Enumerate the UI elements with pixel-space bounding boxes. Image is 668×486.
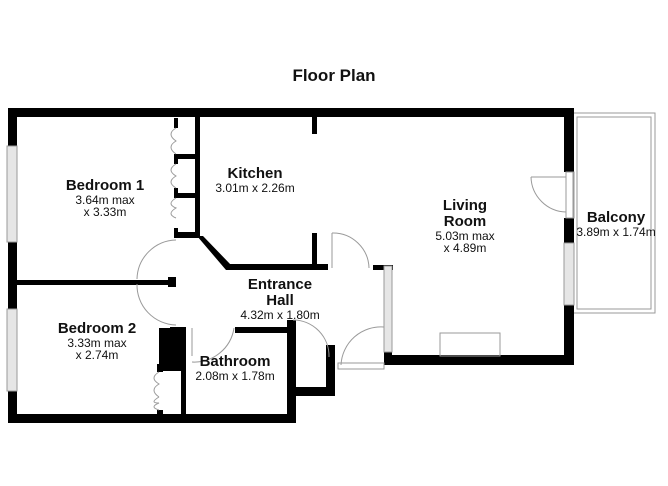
doors <box>136 127 575 411</box>
room-name: Room <box>443 212 487 230</box>
room-name: Kitchen <box>227 165 283 182</box>
page-title: Floor Plan <box>292 66 376 85</box>
room-name: Balcony <box>586 209 646 226</box>
room-dimension: 5.03m max <box>435 228 495 243</box>
walls <box>8 108 574 423</box>
room-name: Hall <box>266 291 294 309</box>
room-dimension: x 3.33m <box>83 205 127 220</box>
room-dimension: 3.89m x 1.74m <box>576 224 656 239</box>
room-name: Living <box>442 197 488 214</box>
room-bedroom-1: Bedroom 1 3.64m max x 3.33m <box>40 178 170 219</box>
balcony-outline <box>572 112 656 314</box>
room-name: Entrance <box>247 276 313 293</box>
windows <box>6 145 575 392</box>
room-dimension: 2.08m x 1.78m <box>195 368 275 383</box>
room-dimension: x 2.74m <box>75 348 119 363</box>
room-kitchen: Kitchen 3.01m x 2.26m <box>200 166 310 194</box>
room-bedroom-2: Bedroom 2 3.33m max x 2.74m <box>32 321 162 362</box>
room-name: Bathroom <box>199 353 271 370</box>
room-balcony: Balcony 3.89m x 1.74m <box>566 210 666 238</box>
room-name: Bedroom 2 <box>57 320 137 337</box>
room-dimension: 4.32m x 1.80m <box>240 307 320 322</box>
room-bathroom: Bathroom 2.08m x 1.78m <box>185 354 285 382</box>
room-dimension: 3.64m max <box>75 192 135 207</box>
interior-walls <box>8 108 328 423</box>
room-dimension: 3.33m max <box>67 335 127 350</box>
room-dimension: 3.01m x 2.26m <box>215 180 295 195</box>
room-dimension: x 4.89m <box>443 241 487 256</box>
room-living-room: Living Room 5.03m max x 4.89m <box>410 198 520 255</box>
room-name: Bedroom 1 <box>65 177 145 194</box>
room-entrance-hall: Entrance Hall 4.32m x 1.80m <box>225 277 335 321</box>
